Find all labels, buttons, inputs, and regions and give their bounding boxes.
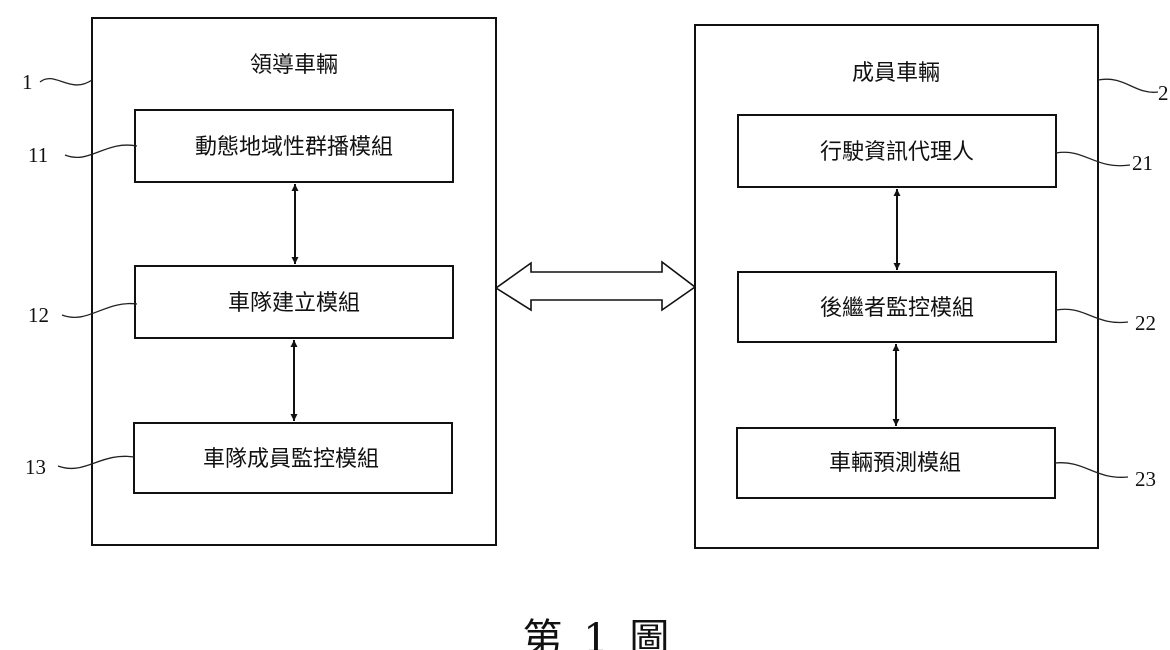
module-13-label: 車隊成員監控模組 <box>203 447 379 472</box>
module-11-box <box>134 109 454 183</box>
leader-vehicle-ref: 1 <box>22 70 33 94</box>
module-22: 後繼者監控模組 22 <box>737 271 1156 343</box>
member-vehicle-leader-line <box>1097 78 1159 93</box>
module-13: 車隊成員監控模組 13 <box>25 422 453 494</box>
module-21-box <box>737 114 1057 188</box>
module-13-ref: 13 <box>25 455 46 479</box>
vehicle-link-double-arrow <box>494 260 697 312</box>
member-vehicle-ref: 2 <box>1158 81 1169 105</box>
module-12: 車隊建立模組 12 <box>28 265 454 339</box>
module-11: 動態地域性群播模組 11 <box>28 109 454 183</box>
module-13-leader-line <box>57 455 135 470</box>
module-21-ref: 21 <box>1132 151 1153 175</box>
member-vehicle-title: 成員車輛 <box>852 61 940 86</box>
module-22-leader-line <box>1055 308 1129 324</box>
module-21: 行駛資訊代理人 21 <box>737 114 1153 188</box>
module-11-label: 動態地域性群播模組 <box>195 135 393 160</box>
module-22-box <box>737 271 1057 343</box>
module-23: 車輛預測模組 23 <box>736 427 1156 499</box>
module-12-box <box>134 265 454 339</box>
module-23-box <box>736 427 1056 499</box>
module-21-leader-line <box>1055 151 1131 167</box>
module-23-ref: 23 <box>1135 467 1156 491</box>
module-23-label: 車輛預測模組 <box>829 451 961 476</box>
module-11-ref: 11 <box>28 143 48 167</box>
module-22-ref: 22 <box>1135 311 1156 335</box>
member-vehicle-block: 成員車輛 2 行駛資訊代理人 21 後繼者監控模組 22 車輛預測模組 23 <box>694 24 1169 549</box>
leader-vehicle-leader-line <box>39 77 93 86</box>
module-21-label: 行駛資訊代理人 <box>820 140 974 165</box>
module-23-leader-line <box>1054 462 1129 478</box>
module-11-leader-line <box>64 144 138 158</box>
figure-caption: 第 1 圖 <box>523 616 674 650</box>
module-12-leader-line <box>61 302 138 318</box>
leader-vehicle-title: 領導車輛 <box>250 53 338 78</box>
module-22-label: 後繼者監控模組 <box>820 296 974 321</box>
leader-vehicle-block: 領導車輛 1 動態地域性群播模組 11 車隊建立模組 12 車隊成員監控模組 1… <box>22 17 497 546</box>
module-12-label: 車隊建立模組 <box>228 291 360 316</box>
module-13-box <box>133 422 453 494</box>
module-12-ref: 12 <box>28 303 49 327</box>
